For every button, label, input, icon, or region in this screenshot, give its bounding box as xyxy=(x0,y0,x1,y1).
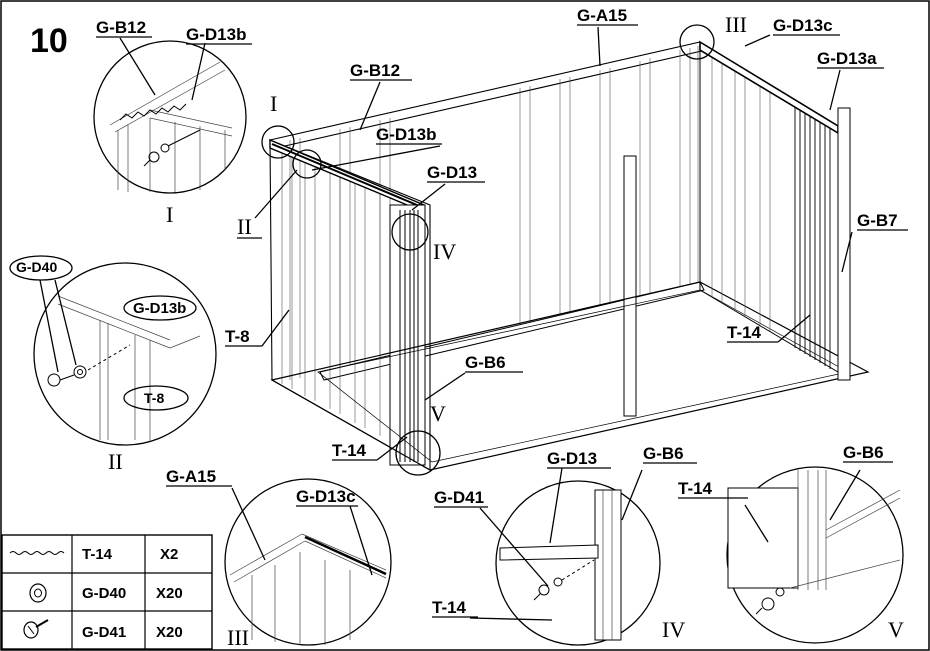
label-g-b12: G-B12 xyxy=(350,61,400,80)
label-roman-iii-detail: III xyxy=(227,625,249,650)
label-t-14-detail-iv: T-14 xyxy=(432,598,467,617)
label-roman-i-main: I xyxy=(270,91,277,116)
table-qty-t14: X2 xyxy=(160,546,178,563)
table-part-gd40: G-D40 xyxy=(82,585,126,602)
label-g-b6: G-B6 xyxy=(465,353,506,372)
label-g-d41-detail: G-D41 xyxy=(434,488,484,507)
label-roman-i-detail: I xyxy=(166,202,173,227)
label-roman-iv-detail: IV xyxy=(662,617,685,642)
part-labels: G-B12 G-D13b G-A15 III G-D13c G-D13a G-B… xyxy=(16,6,908,650)
step-number: 10 xyxy=(30,22,68,60)
label-t-14-right: T-14 xyxy=(727,323,762,342)
table-part-t14: T-14 xyxy=(82,546,113,563)
table-part-gd41: G-D41 xyxy=(82,624,126,641)
label-g-d13-detail: G-D13 xyxy=(547,449,597,468)
detail-circle-i xyxy=(93,37,247,194)
label-g-d13: G-D13 xyxy=(427,163,477,182)
label-g-d40-callout: G-D40 xyxy=(16,259,57,275)
label-roman-ii-detail: II xyxy=(108,449,123,474)
label-t-8-callout: T-8 xyxy=(144,390,164,406)
screw-icon xyxy=(23,619,49,639)
detail-circle-ii xyxy=(9,255,217,446)
label-t-8: T-8 xyxy=(225,327,250,346)
label-g-d13b: G-D13b xyxy=(376,125,436,144)
label-g-d13c-detail: G-D13c xyxy=(296,487,356,506)
table-qty-gd41: X20 xyxy=(156,624,183,641)
detail-circle-iv xyxy=(469,467,661,646)
label-g-a15-detail: G-A15 xyxy=(166,467,216,486)
label-g-a15: G-A15 xyxy=(577,6,627,25)
label-g-b6-detail-iv: G-B6 xyxy=(643,444,684,463)
detail-circle-iii xyxy=(224,478,392,646)
label-g-b12-detail: G-B12 xyxy=(96,18,146,37)
leader-lines xyxy=(254,26,853,461)
label-g-d13b-callout: G-D13b xyxy=(133,300,186,317)
label-g-b7: G-B7 xyxy=(857,211,898,230)
label-roman-iv-main: IV xyxy=(433,239,456,264)
label-roman-ii-main: II xyxy=(237,214,252,239)
detail-circle-v xyxy=(726,466,904,644)
label-roman-v-main: V xyxy=(430,401,446,426)
parts-table: T-14 X2 G-D40 X20 G-D41 X20 xyxy=(1,534,213,650)
label-t-14-left: T-14 xyxy=(332,441,367,460)
label-t-14-detail-v: T-14 xyxy=(678,479,713,498)
table-qty-gd40: X20 xyxy=(156,585,183,602)
label-g-d13c: G-D13c xyxy=(773,16,833,35)
washer-icon xyxy=(29,583,47,603)
label-g-b6-detail-v: G-B6 xyxy=(843,443,884,462)
label-g-d13b-detail: G-D13b xyxy=(186,25,246,44)
label-roman-v-detail: V xyxy=(888,617,904,642)
label-roman-iii-main: III xyxy=(725,12,747,37)
shed-frame-drawing xyxy=(261,24,870,476)
label-g-d13a: G-D13a xyxy=(817,49,877,68)
tape-strip-icon xyxy=(9,551,65,555)
